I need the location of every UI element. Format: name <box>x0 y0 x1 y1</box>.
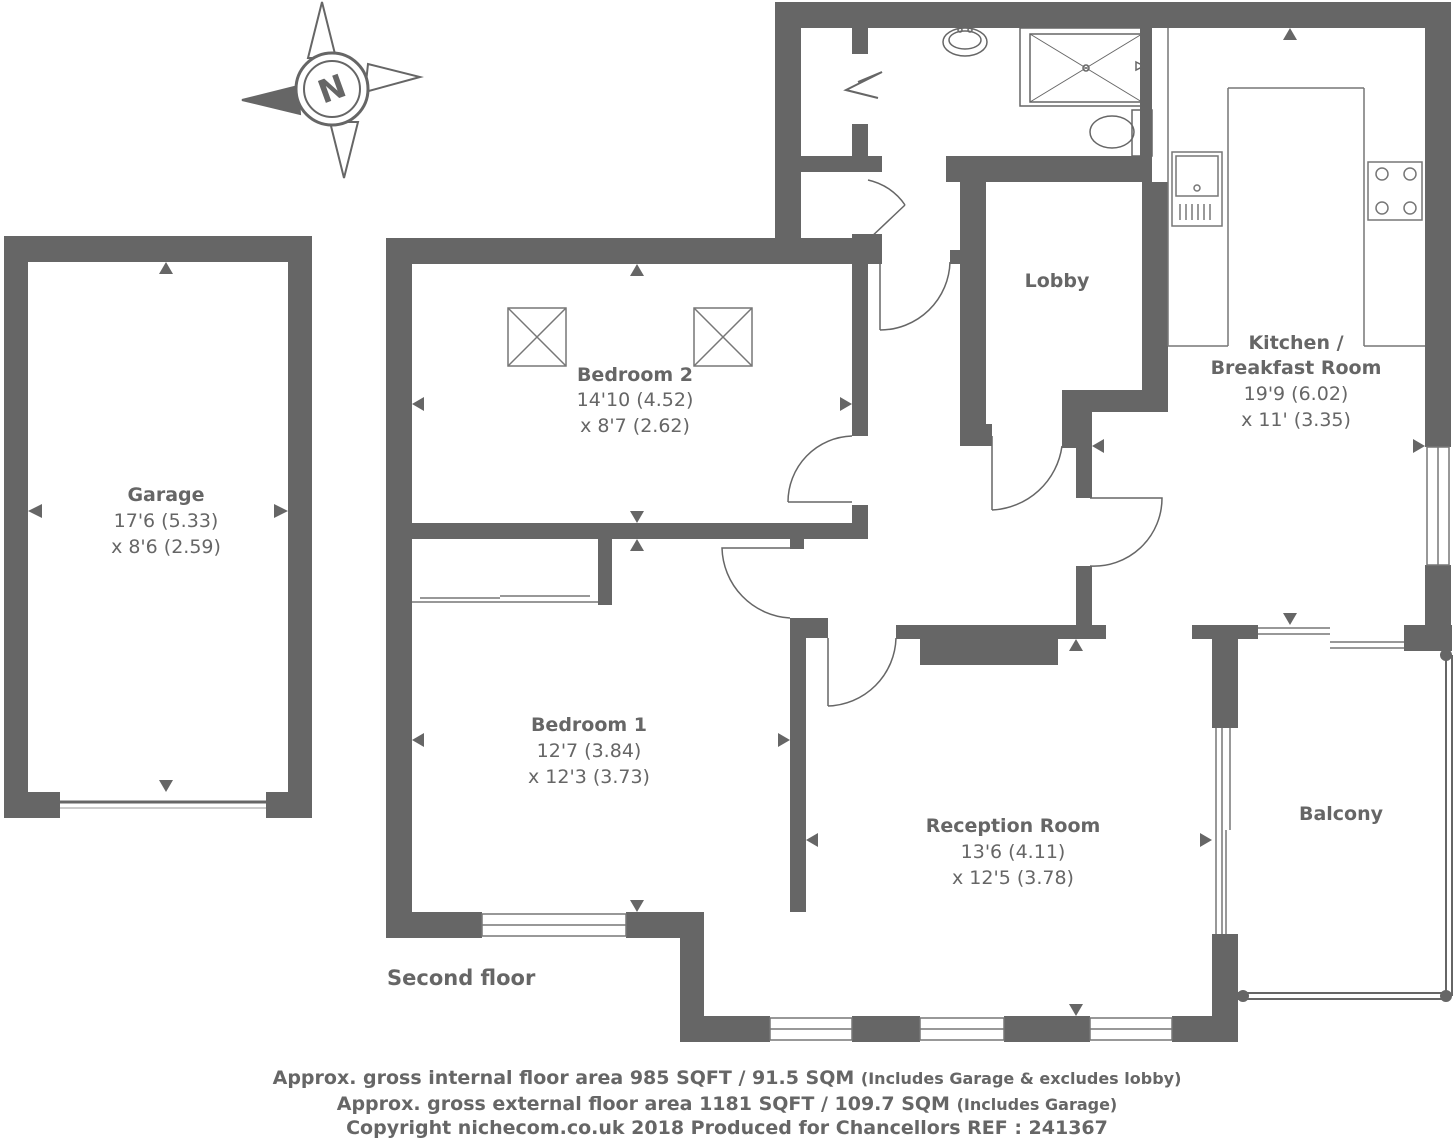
lobby-name: Lobby <box>1025 270 1090 292</box>
kitchen-dim2: x 11' (3.35) <box>1241 409 1351 431</box>
bedroom1-dim1: 12'7 (3.84) <box>537 740 642 762</box>
reception-dim1: 13'6 (4.11) <box>961 841 1066 863</box>
bedroom1-dim2: x 12'3 (3.73) <box>528 766 650 788</box>
bedroom2-dim2: x 8'7 (2.62) <box>580 415 690 437</box>
bedroom1-name: Bedroom 1 <box>531 714 647 736</box>
balcony-railing <box>1237 649 1453 1002</box>
footer-line-3: Copyright nichecom.co.uk 2018 Produced f… <box>346 1117 1108 1139</box>
windows <box>412 446 1450 1041</box>
compass-icon: N <box>241 1 424 179</box>
main-walls <box>386 2 1452 1042</box>
bedroom2-name: Bedroom 2 <box>577 364 693 386</box>
reception-dim2: x 12'5 (3.78) <box>952 867 1074 889</box>
garage-dim1: 17'6 (5.33) <box>114 510 219 532</box>
balcony-name: Balcony <box>1299 803 1384 825</box>
garage-walls <box>4 236 312 818</box>
floor-label: Second floor <box>387 966 536 990</box>
kitchen-name2: Breakfast Room <box>1211 357 1382 379</box>
footer-line-2: Approx. gross external floor area 1181 S… <box>336 1093 1118 1115</box>
kitchen-name1: Kitchen / <box>1248 332 1343 354</box>
skylights <box>507 307 753 367</box>
kitchen-fittings <box>1167 28 1425 347</box>
garage-dim2: x 8'6 (2.59) <box>111 536 221 558</box>
measure-arrows <box>28 28 1425 1016</box>
garage-name: Garage <box>127 484 204 506</box>
bathroom-fittings <box>942 27 1153 157</box>
reception-name: Reception Room <box>926 815 1101 837</box>
bedroom2-dim1: 14'10 (4.52) <box>577 389 694 411</box>
kitchen-dim1: 19'9 (6.02) <box>1244 383 1349 405</box>
footer-line-1: Approx. gross internal floor area 985 SQ… <box>272 1067 1182 1089</box>
door-swings <box>721 71 1163 707</box>
